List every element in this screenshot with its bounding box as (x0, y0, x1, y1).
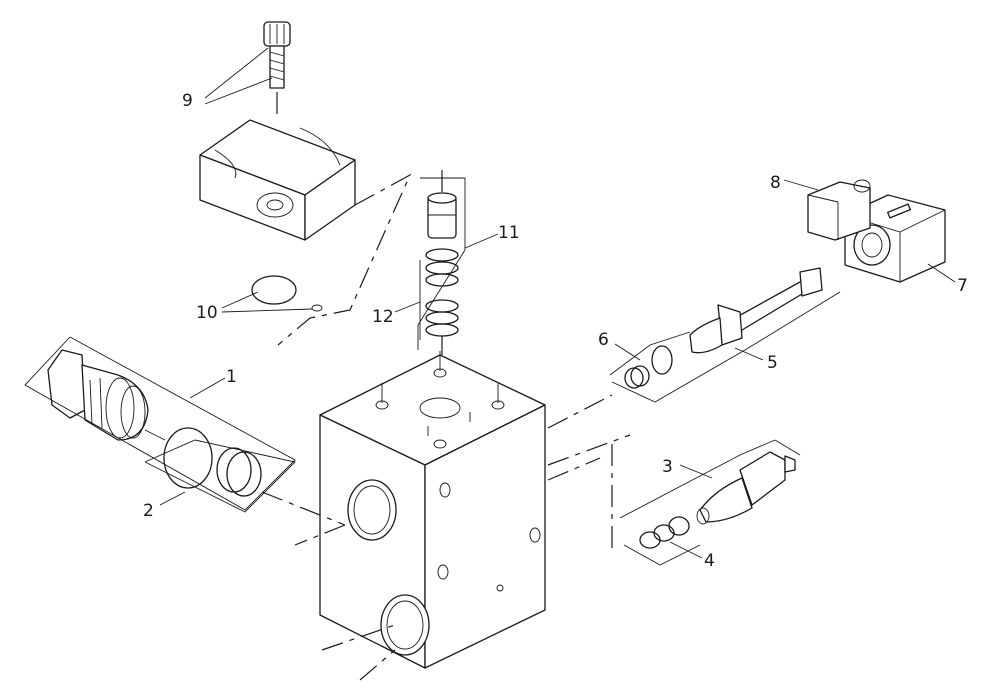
callout-2: 2 (143, 501, 154, 521)
part-4-seal-rings (639, 516, 690, 549)
valve-block (319, 351, 546, 669)
part-9-screw (263, 21, 291, 89)
part-5-valve-stem (689, 267, 823, 354)
callout-5: 5 (767, 353, 778, 373)
part-2-seal-rings (144, 427, 262, 497)
callout-1: 1 (226, 367, 237, 387)
part-1-cartridge (47, 349, 149, 441)
part-6-rings (624, 345, 673, 389)
callout-11: 11 (498, 223, 520, 243)
part-8-connector (807, 179, 871, 241)
callout-8: 8 (770, 173, 781, 193)
callout-10: 10 (196, 303, 218, 323)
callout-4: 4 (704, 551, 715, 571)
callout-6: 6 (598, 330, 609, 350)
callout-9: 9 (182, 91, 193, 111)
callout-3: 3 (662, 457, 673, 477)
part-3-relief-cartridge (696, 451, 796, 525)
callout-12: 12 (372, 307, 394, 327)
part-11-12-cartridge-stack (425, 192, 459, 337)
cover-plate (199, 119, 356, 241)
callout-7: 7 (957, 276, 968, 296)
part-10-o-ring (251, 275, 297, 305)
